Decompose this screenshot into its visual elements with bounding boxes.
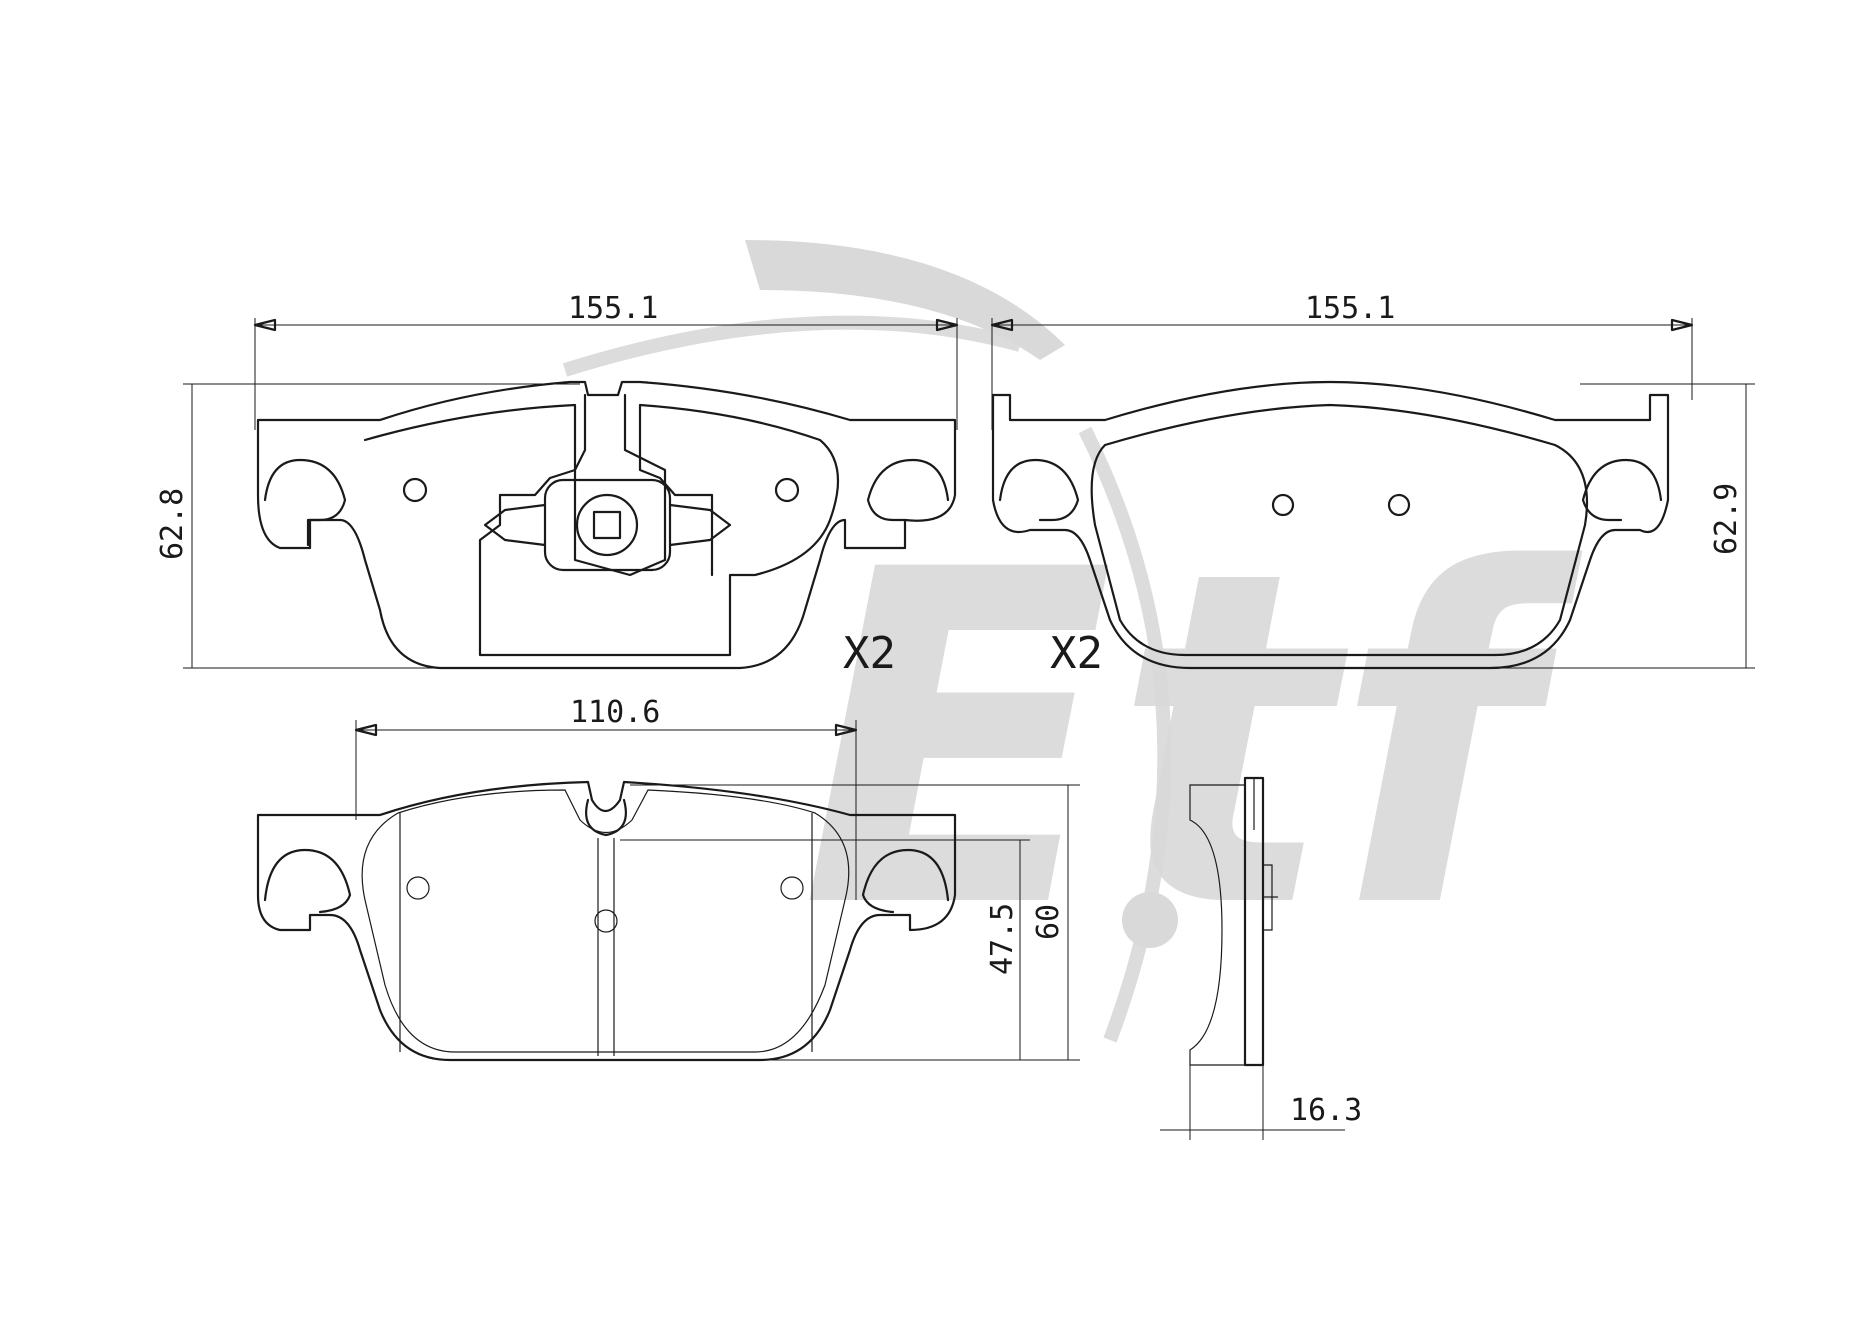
watermark-swoosh: [745, 240, 1065, 360]
watermark-dot: [1122, 892, 1178, 948]
pad-1-quantity: X2: [843, 628, 896, 679]
pad-3-backing-plate: [256, 780, 957, 1062]
pad-2-hole-right: [1387, 493, 1411, 517]
pad-3-dimensions: 110.6 47.5 60: [354, 695, 1080, 1061]
side-view-friction-profile: [1189, 784, 1246, 1066]
pad-2-width-dimension: 155.1: [1305, 291, 1395, 326]
pad-1-right-ear: [866, 458, 950, 522]
pad-2-friction-material: [1090, 403, 1589, 657]
pad-3-hole-center: [594, 909, 618, 933]
pad-2-quantity: X2: [1050, 628, 1103, 679]
pad-2-front-view: [991, 380, 1670, 670]
pad-1-clip-right-tab: [668, 503, 732, 547]
pad-3-front-view: [256, 780, 957, 1062]
pad-1-height-dimension: 62.8: [155, 488, 190, 560]
pad-1-spring-clip: [573, 393, 667, 577]
watermark-text: Etf: [800, 474, 1586, 1009]
pad-1-hole-left: [402, 477, 428, 503]
pad-3-hole-left: [406, 876, 430, 900]
pad-1-clip-center-ring: [575, 493, 639, 557]
pad-2-dimensions: 155.1 62.9 X2: [990, 291, 1755, 679]
pad-3-friction-outline: [361, 789, 850, 1053]
watermark-logo: Etf: [562, 240, 1586, 1043]
pad-1-dimensions: 155.1 62.8 X2: [155, 291, 959, 679]
pad-3-hole-right: [780, 876, 804, 900]
pad-3-left-ear: [263, 848, 352, 914]
pad-2-left-ear: [998, 458, 1080, 522]
pad-3-notch: [585, 798, 627, 837]
pad-3-inner-height-dimension: 47.5: [985, 903, 1020, 975]
pad-1-clip-left-tab: [483, 503, 547, 547]
side-view-thickness-dimension: 16.3: [1290, 1093, 1362, 1128]
pad-3-width-dimension: 110.6: [570, 695, 660, 730]
pad-1-front-view: [256, 380, 957, 670]
pad-2-right-ear: [1581, 458, 1663, 522]
pad-2-hole-left: [1271, 493, 1295, 517]
watermark-arc-right: [1078, 426, 1172, 1043]
pad-2-backing-plate: [991, 380, 1670, 670]
pad-1-hole-right: [774, 477, 800, 503]
pad-1-left-ear: [263, 458, 347, 547]
pad-1-friction-material: [363, 403, 840, 657]
side-view: 16.3: [1160, 776, 1362, 1140]
pad-1-clip-body: [543, 478, 672, 572]
pad-2-height-dimension: 62.9: [1709, 483, 1744, 555]
pad-1-backing-plate: [256, 380, 957, 670]
watermark-arc-top: [562, 315, 1022, 377]
pad-1-width-dimension: 155.1: [568, 291, 658, 326]
pad-3-height-dimension: 60: [1031, 904, 1066, 940]
pad-1-clip-square: [592, 510, 622, 540]
pad-3-right-ear: [861, 848, 950, 914]
